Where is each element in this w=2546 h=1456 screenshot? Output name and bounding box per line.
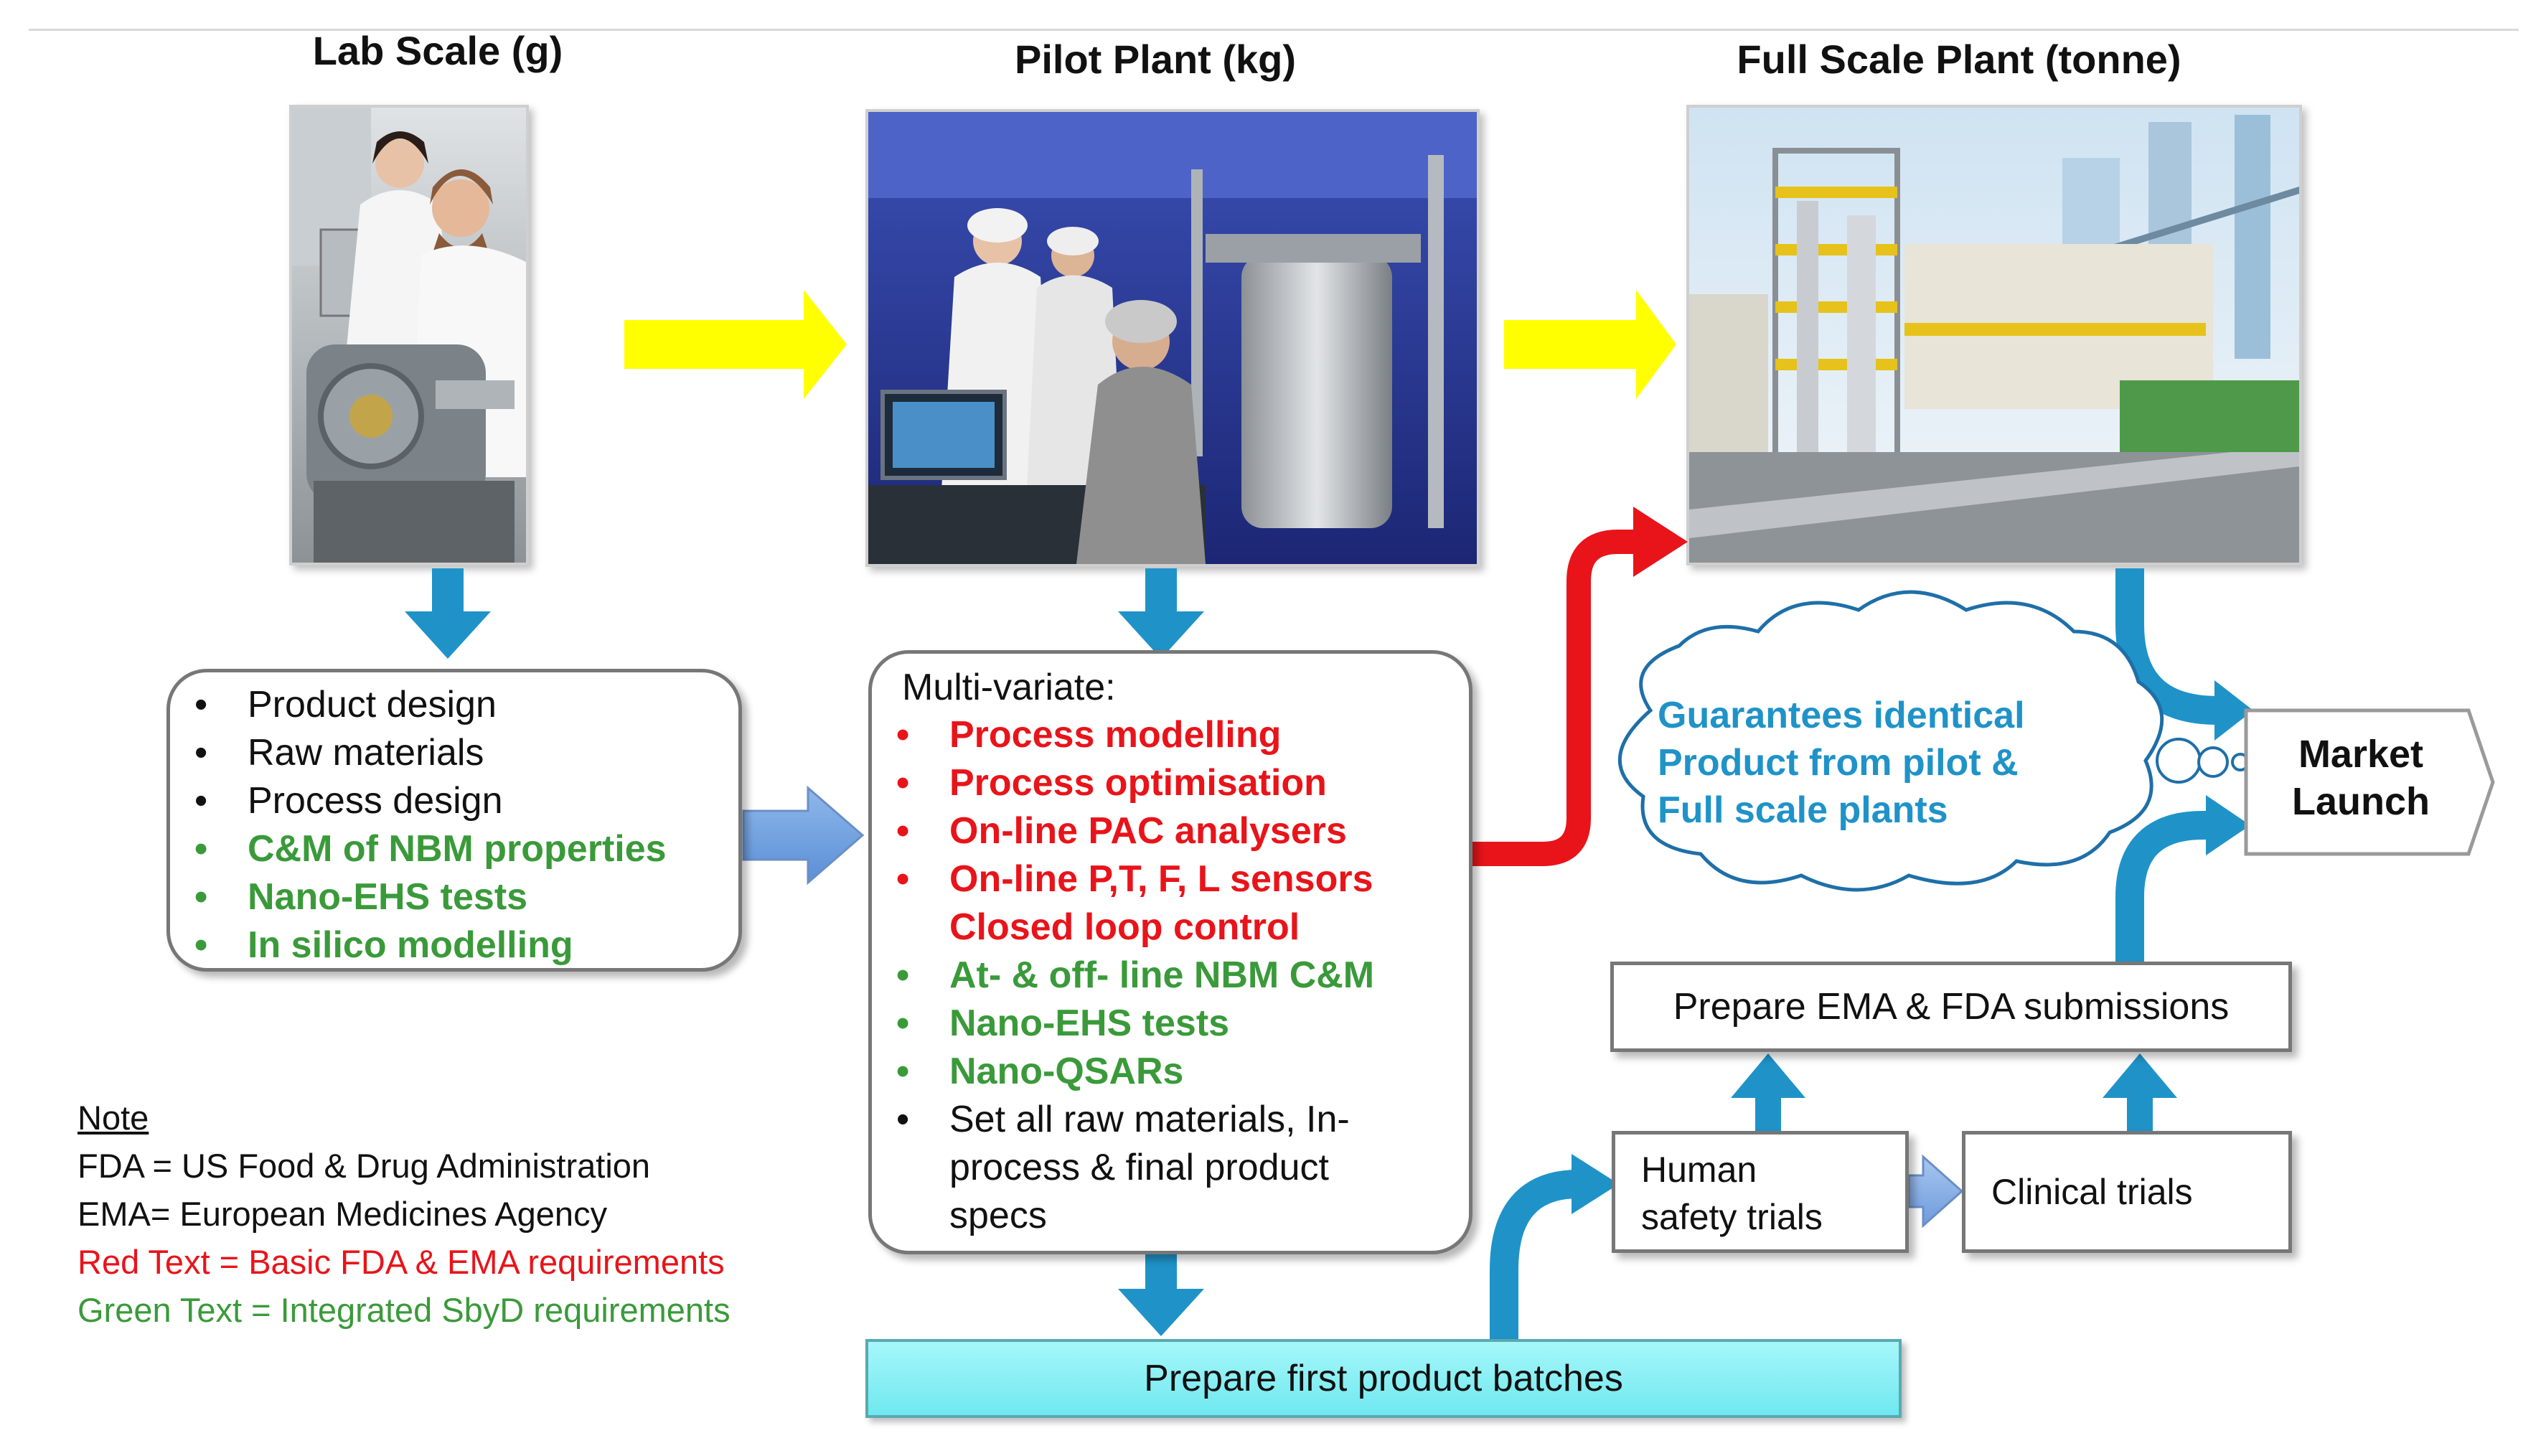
pilot-plant-box: Multi-variate: •Process modelling •Proce… xyxy=(868,650,1472,1254)
heading-pilot-plant: Pilot Plant (kg) xyxy=(1015,37,1296,82)
thought-bubble-medium xyxy=(2197,746,2229,778)
cloud-text: Guarantees identical Product from pilot … xyxy=(1658,692,2117,834)
note-block: Note FDA = US Food & Drug Administration… xyxy=(77,1094,731,1334)
blue-arrow-pilot-down xyxy=(1118,568,1204,659)
note-line: FDA = US Food & Drug Administration xyxy=(77,1147,651,1185)
blue-curve-plant-to-market xyxy=(2115,568,2218,725)
full-scale-plant-photo xyxy=(1686,105,2302,565)
yellow-arrow-pilot-to-full xyxy=(1504,290,1676,399)
blue-arrow-clinical-up xyxy=(2103,1053,2177,1132)
cloud-line: Full scale plants xyxy=(1658,789,1948,831)
blue-arrow-human-up xyxy=(1731,1053,1805,1132)
note-line-green: Green Text = Integrated SbyD requirement… xyxy=(77,1291,731,1329)
note-line: EMA= European Medicines Agency xyxy=(77,1195,608,1233)
list-item: •On-line P,T, F, L sensors xyxy=(896,858,1373,900)
blue-arrow-to-batches xyxy=(1118,1247,1204,1336)
light-blue-arrow-human-to-clinical xyxy=(1907,1154,1964,1229)
human-safety-trials-box: Human safety trials xyxy=(1612,1131,1909,1253)
pilot-plant-illustration xyxy=(868,112,1477,564)
note-line-red: Red Text = Basic FDA & EMA requirements xyxy=(77,1243,725,1281)
thought-bubble-large xyxy=(2156,738,2202,784)
list-item: •At- & off- line NBM C&M xyxy=(896,954,1375,996)
list-item: •Process optimisation xyxy=(896,762,1327,804)
pilot-plant-list: •Process modelling •Process optimisation… xyxy=(872,711,1469,1240)
prepare-submissions-box: Prepare EMA & FDA submissions xyxy=(1610,962,2292,1052)
blue-arrow-lab-down xyxy=(405,568,491,659)
list-item: process & final product xyxy=(949,1147,1329,1188)
list-item: •C&M of NBM properties xyxy=(194,828,667,870)
market-launch-label: Market Launch xyxy=(2291,733,2430,823)
lab-scientists-illustration xyxy=(292,108,526,563)
pilot-plant-photo xyxy=(865,109,1480,567)
list-item: •Product design xyxy=(194,684,497,725)
full-scale-plant-illustration xyxy=(1689,108,2299,563)
list-item: •Raw materials xyxy=(194,732,484,774)
list-item: •Set all raw materials, In- xyxy=(896,1099,1350,1140)
list-item: •Process modelling xyxy=(896,714,1282,756)
heading-lab-scale: Lab Scale (g) xyxy=(312,28,563,73)
list-item: •Nano-EHS tests xyxy=(194,876,528,918)
list-item: Closed loop control xyxy=(949,906,1300,948)
clinical-trials-box: Clinical trials xyxy=(1962,1131,2292,1253)
list-item: •Nano-EHS tests xyxy=(896,1002,1230,1044)
heading-full-scale-plant: Full Scale Plant (tonne) xyxy=(1737,37,2181,82)
cloud-shape xyxy=(1617,590,2164,892)
cloud-line: Guarantees identical xyxy=(1658,695,2025,736)
top-divider xyxy=(29,29,2519,31)
list-item: •Process design xyxy=(194,780,503,822)
red-arrow-to-full-scale xyxy=(1454,530,1636,866)
lab-scale-list: •Product design •Raw materials •Process … xyxy=(170,681,738,969)
note-title: Note xyxy=(77,1099,149,1137)
yellow-arrow-lab-to-pilot xyxy=(624,290,847,399)
blue-curve-batches-to-human xyxy=(1490,1170,1579,1339)
list-item: •Nano-QSARs xyxy=(896,1051,1184,1092)
blue-curve-submissions-to-market xyxy=(2115,811,2210,962)
list-item: •In silico modelling xyxy=(194,924,573,966)
list-item: •On-line PAC analysers xyxy=(896,810,1347,852)
market-launch-shape xyxy=(2244,708,2495,856)
list-item: specs xyxy=(949,1195,1047,1236)
light-blue-arrow-lab-to-pilot-box xyxy=(742,785,865,886)
cloud-line: Product from pilot & xyxy=(1658,742,2019,784)
lab-scale-box: •Product design •Raw materials •Process … xyxy=(166,669,742,972)
lab-scientists-photo xyxy=(289,105,529,565)
prepare-first-batches-box: Prepare first product batches xyxy=(865,1339,1902,1418)
pilot-box-title: Multi-variate: xyxy=(902,667,1116,708)
